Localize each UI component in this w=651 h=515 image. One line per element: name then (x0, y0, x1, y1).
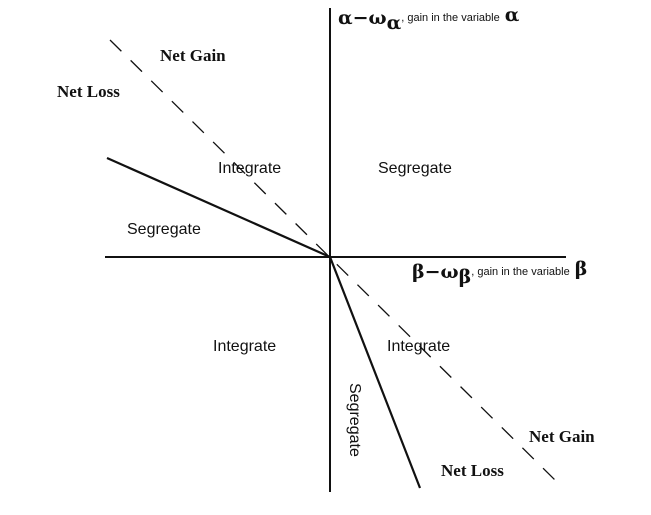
bottom-net-gain-label: Net Gain (529, 427, 595, 446)
lower-right-integrate-label: Integrate (387, 338, 450, 355)
net-gain-loss-dashed-line (109, 39, 559, 484)
top-net-loss-label: Net Loss (57, 82, 120, 101)
upper-left-integrate-label: Integrate (218, 160, 281, 177)
left-segregate-label: Segregate (127, 221, 201, 238)
lower-segregate-label: Segregate (346, 383, 363, 457)
bottom-net-loss-label: Net Loss (441, 461, 504, 480)
upper-right-segregate-label: Segregate (378, 160, 452, 177)
lower-left-integrate-label: Integrate (213, 338, 276, 355)
segregate-boundary-line (106, 156, 422, 489)
top-net-gain-label: Net Gain (160, 46, 226, 65)
